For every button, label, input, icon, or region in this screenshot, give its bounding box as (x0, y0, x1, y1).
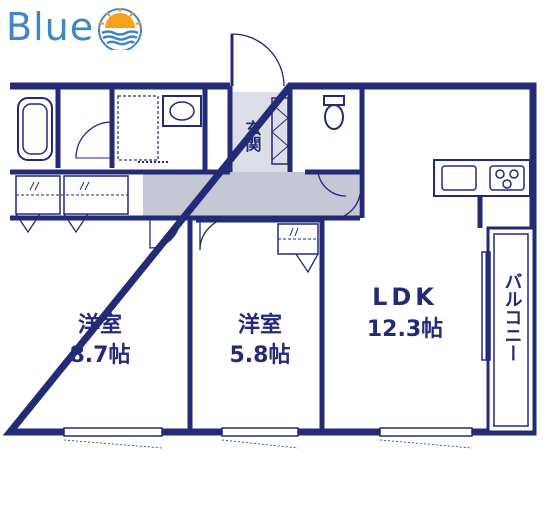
balcony-window (481, 251, 491, 361)
balcony-area (486, 226, 536, 434)
toilet-tank-icon (323, 95, 345, 106)
kitchen-sink-icon (441, 165, 477, 191)
room-ldk-name: LDK (372, 283, 438, 311)
shoe-cabinet (271, 97, 289, 165)
toilet-icon (324, 104, 344, 130)
closet-room1 (15, 175, 129, 234)
room-ldk-size: 12.3帖 (367, 317, 443, 342)
sun-wave-logo-icon (98, 7, 142, 50)
stove-icon (489, 165, 525, 191)
brand-logo-text: Blue (6, 5, 95, 49)
wash-basin-icon (162, 95, 202, 127)
bottom-windows (63, 427, 473, 449)
toilet-door-swing (317, 171, 347, 197)
room2-door-swing (199, 217, 233, 251)
closet-room2 (277, 223, 319, 274)
room-western2-name: 洋室 (238, 312, 282, 338)
bathroom-door-swing (75, 121, 113, 159)
washer-space-icon (117, 95, 159, 161)
room-western2-size: 5.8帖 (230, 343, 291, 368)
room-western1-name: 洋室 (78, 312, 122, 338)
hallway-corridor (143, 172, 359, 218)
entrance-label: 玄関 (243, 119, 262, 153)
entrance-floor (230, 92, 290, 172)
ldk-door-swing (321, 193, 361, 220)
room-western1-size: 8.7帖 (70, 343, 131, 368)
room1-door-swing (149, 217, 181, 249)
bathtub-icon (17, 97, 53, 161)
entrance-door-swing (231, 33, 285, 87)
balcony-label: バルコニー (502, 272, 523, 362)
